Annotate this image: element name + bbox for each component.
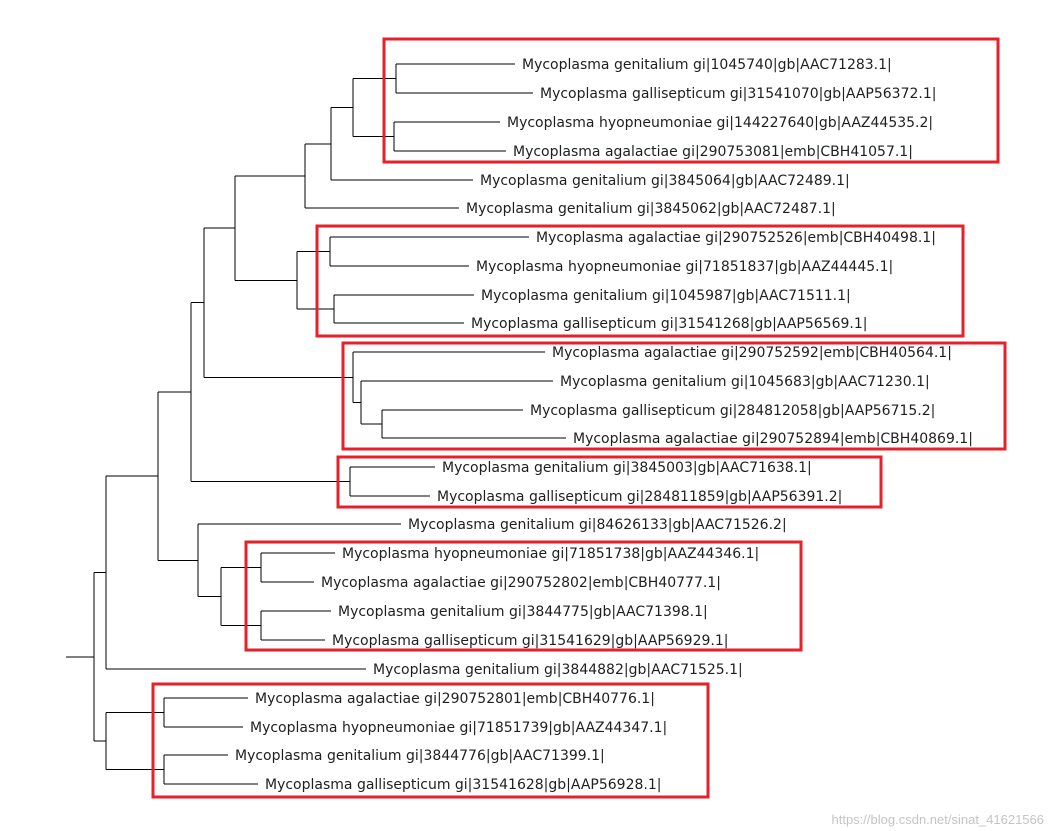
leaf-label: Mycoplasma hyopneumoniae gi|71851739|gb|… (250, 720, 667, 736)
leaf-label: Mycoplasma hyopneumoniae gi|71851837|gb|… (476, 259, 893, 275)
leaf-label: Mycoplasma gallisepticum gi|31541628|gb|… (265, 777, 661, 793)
leaf-label: Mycoplasma genitalium gi|3845003|gb|AAC7… (442, 460, 812, 476)
leaf-label: Mycoplasma genitalium gi|1045740|gb|AAC7… (522, 57, 892, 73)
leaf-label: Mycoplasma agalactiae gi|290752801|emb|C… (255, 691, 655, 707)
highlight-box (336, 455, 883, 509)
highlight-box (341, 341, 1007, 451)
leaf-label: Mycoplasma gallisepticum gi|31541629|gb|… (332, 633, 728, 649)
highlight-box (382, 37, 1000, 164)
leaf-label: Mycoplasma gallisepticum gi|31541070|gb|… (540, 86, 936, 102)
leaf-label: Mycoplasma genitalium gi|84626133|gb|AAC… (408, 517, 787, 533)
leaf-label: Mycoplasma genitalium gi|3844882|gb|AAC7… (373, 662, 743, 678)
leaf-label: Mycoplasma agalactiae gi|290753081|emb|C… (513, 144, 913, 160)
leaf-label: Mycoplasma gallisepticum gi|284811859|gb… (437, 489, 842, 505)
leaf-label: Mycoplasma genitalium gi|3845064|gb|AAC7… (480, 173, 850, 189)
leaf-label: Mycoplasma genitalium gi|3844775|gb|AAC7… (338, 604, 708, 620)
leaf-label: Mycoplasma hyopneumoniae gi|71851738|gb|… (342, 546, 759, 562)
leaf-label: Mycoplasma gallisepticum gi|284812058|gb… (530, 403, 935, 419)
highlight-boxes (151, 37, 1007, 799)
leaf-label: Mycoplasma gallisepticum gi|31541268|gb|… (471, 316, 867, 332)
leaf-label: Mycoplasma genitalium gi|1045683|gb|AAC7… (560, 374, 930, 390)
leaf-label: Mycoplasma agalactiae gi|290752802|emb|C… (321, 575, 721, 591)
tree-leaf-labels: Mycoplasma genitalium gi|1045740|gb|AAC7… (235, 57, 973, 793)
watermark-text: https://blog.csdn.net/sinat_41621566 (831, 812, 1045, 827)
tree-branches (66, 63, 566, 785)
leaf-label: Mycoplasma agalactiae gi|290752526|emb|C… (536, 230, 936, 246)
leaf-label: Mycoplasma genitalium gi|3844776|gb|AAC7… (235, 748, 605, 764)
leaf-label: Mycoplasma agalactiae gi|290752894|emb|C… (573, 431, 973, 447)
leaf-label: Mycoplasma genitalium gi|1045987|gb|AAC7… (481, 288, 851, 304)
leaf-label: Mycoplasma agalactiae gi|290752592|emb|C… (552, 345, 952, 361)
leaf-label: Mycoplasma hyopneumoniae gi|144227640|gb… (507, 115, 933, 131)
highlight-box (315, 224, 965, 338)
leaf-label: Mycoplasma genitalium gi|3845062|gb|AAC7… (466, 201, 836, 217)
highlight-box (151, 682, 710, 799)
highlight-box (244, 540, 803, 652)
